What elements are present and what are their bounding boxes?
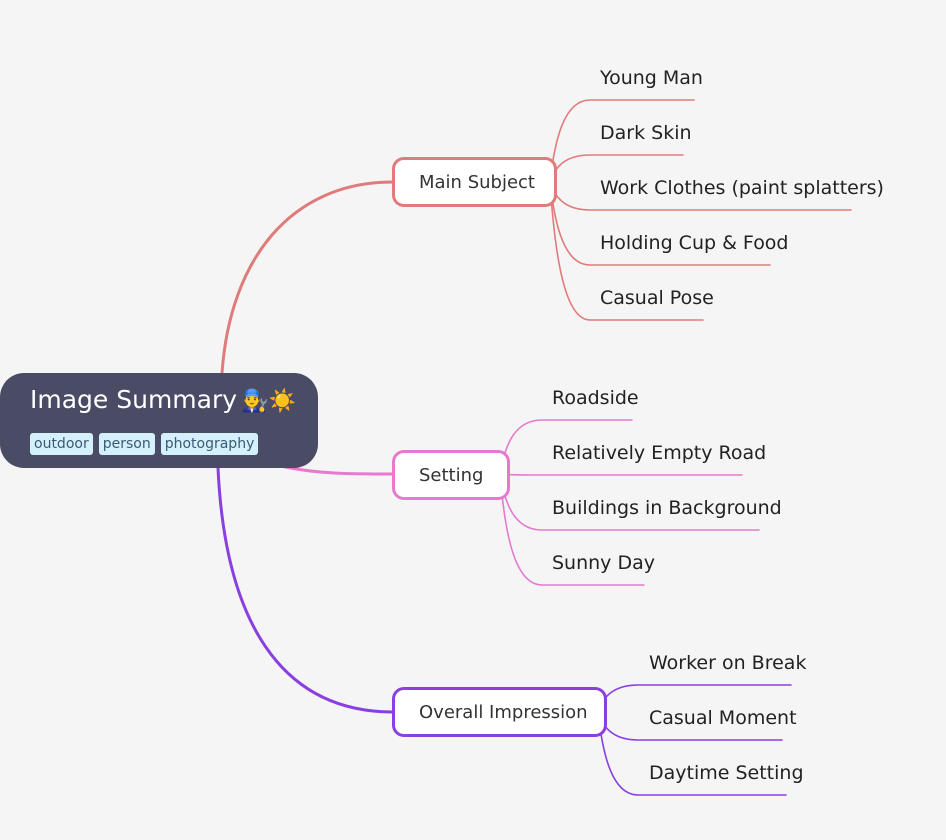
root-title: Image Summary👨‍🔧☀️ bbox=[30, 385, 296, 414]
root-node[interactable]: Image Summary👨‍🔧☀️ outdoor person photog… bbox=[0, 373, 318, 468]
branch-label: Overall Impression bbox=[419, 701, 588, 723]
edge-main-subject-leaf-4 bbox=[549, 181, 704, 321]
worker-sun-icon: 👨‍🔧☀️ bbox=[241, 389, 296, 414]
edge-root-setting bbox=[283, 465, 395, 476]
leaf-casual-moment[interactable]: Casual Moment bbox=[649, 707, 797, 729]
leaf-daytime-setting[interactable]: Daytime Setting bbox=[649, 762, 804, 784]
edge-setting-leaf-1 bbox=[499, 473, 743, 476]
root-title-text: Image Summary bbox=[30, 385, 238, 414]
branch-overall-impression[interactable]: Overall Impression bbox=[392, 687, 607, 737]
edge-root-main-subject bbox=[220, 180, 395, 375]
leaf-casual-pose[interactable]: Casual Pose bbox=[600, 287, 714, 309]
branch-main-subject[interactable]: Main Subject bbox=[392, 157, 557, 207]
leaf-empty-road[interactable]: Relatively Empty Road bbox=[552, 442, 767, 464]
leaf-young-man[interactable]: Young Man bbox=[600, 67, 703, 89]
leaf-holding-cup-food[interactable]: Holding Cup & Food bbox=[600, 232, 789, 254]
branch-label: Setting bbox=[419, 464, 484, 486]
leaf-dark-skin[interactable]: Dark Skin bbox=[600, 122, 692, 144]
leaf-roadside[interactable]: Roadside bbox=[552, 387, 639, 409]
tag-photography[interactable]: photography bbox=[160, 433, 259, 455]
leaf-work-clothes[interactable]: Work Clothes (paint splatters) bbox=[600, 177, 884, 199]
edge-root-overall-impression bbox=[216, 466, 395, 714]
branch-label: Main Subject bbox=[419, 171, 535, 193]
branch-setting[interactable]: Setting bbox=[392, 450, 510, 500]
leaf-sunny-day[interactable]: Sunny Day bbox=[552, 552, 655, 574]
leaf-worker-on-break[interactable]: Worker on Break bbox=[649, 652, 807, 674]
tag-list: outdoor person photography bbox=[30, 433, 259, 455]
tag-outdoor[interactable]: outdoor bbox=[30, 433, 93, 455]
tag-person[interactable]: person bbox=[98, 433, 155, 455]
leaf-buildings[interactable]: Buildings in Background bbox=[552, 497, 782, 519]
